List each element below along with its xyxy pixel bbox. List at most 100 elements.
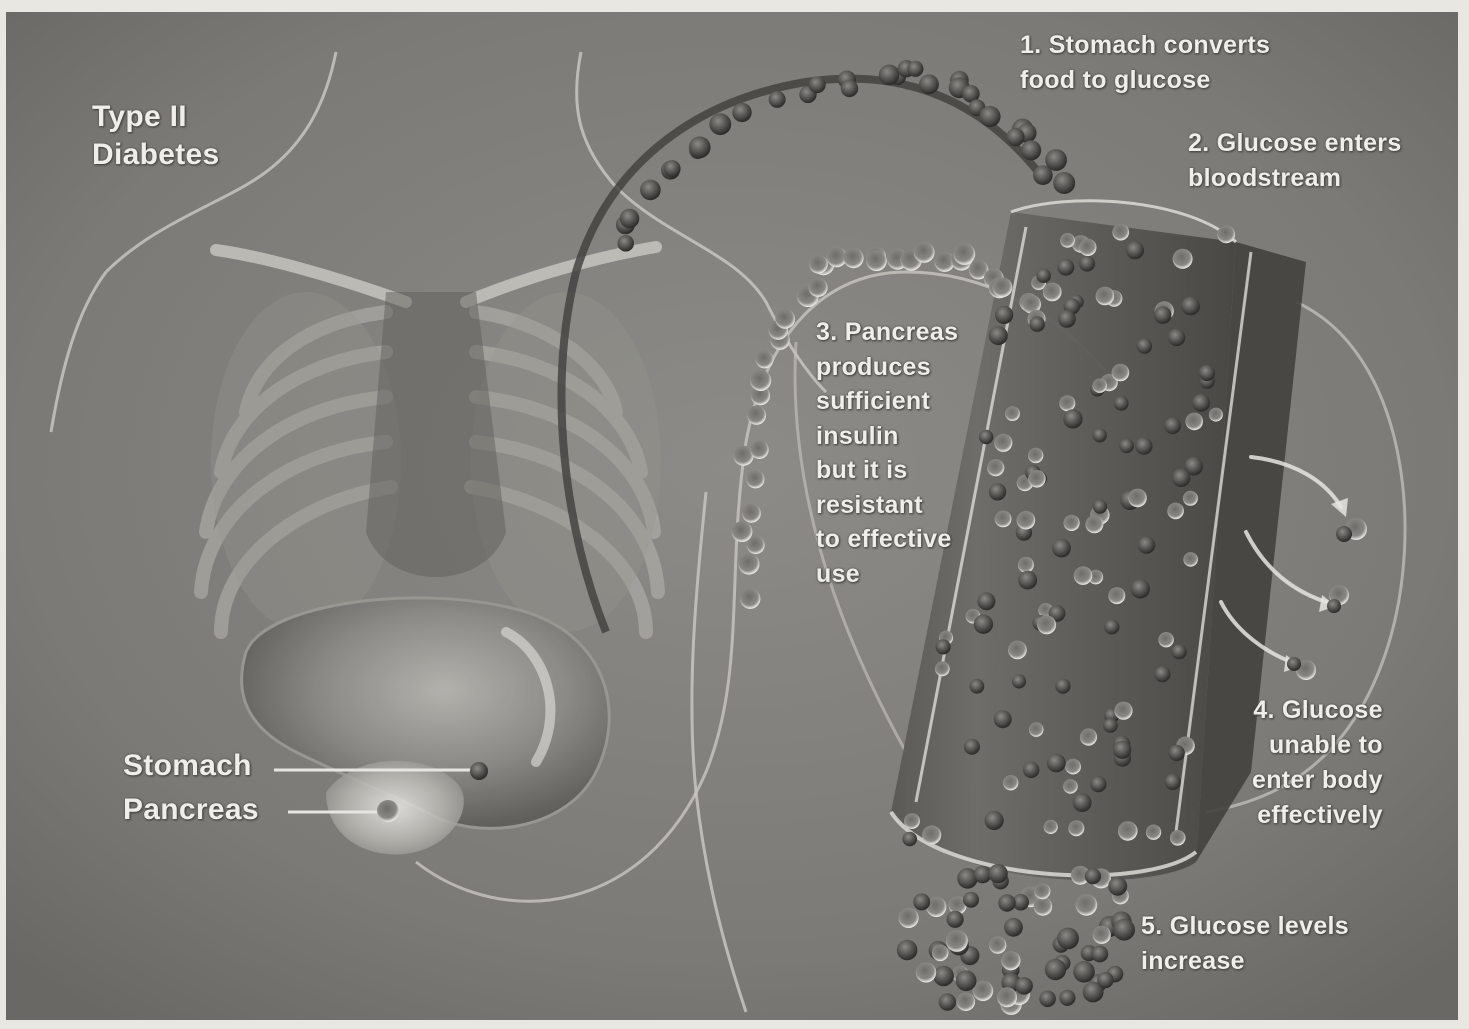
step-4-label: 4. Glucose unable to enter body effectiv… [1252, 693, 1383, 833]
glucose-particle [1126, 241, 1144, 259]
diagram-title: Type II Diabetes [92, 98, 219, 174]
glucose-particle [1181, 297, 1200, 316]
insulin-particle [1029, 722, 1044, 737]
glucose-particle [1168, 329, 1185, 346]
glucose-particle [1172, 644, 1187, 659]
insulin-particle [1017, 511, 1036, 530]
glucose-particle [1164, 417, 1181, 434]
insulin-particle [1064, 515, 1080, 531]
insulin-particle [989, 936, 1006, 953]
insulin-particle [775, 309, 795, 329]
step-1-line-2: food to glucose [1020, 66, 1211, 94]
insulin-particle [866, 251, 887, 272]
glucose-particle [1090, 776, 1106, 792]
insulin-particle [747, 406, 766, 425]
glucose-particle [897, 940, 918, 961]
glucose-particle [617, 235, 634, 252]
insulin-particle [1076, 894, 1098, 916]
step-3-line-1: 3. Pancreas [816, 318, 958, 346]
step-3-label: 3. Pancreas produces sufficient insulin … [816, 315, 958, 591]
glucose-particle [956, 970, 977, 991]
step-3-line-5: but it is [816, 456, 908, 484]
insulin-particle [1146, 825, 1161, 840]
glucose-particle [994, 710, 1012, 728]
glucose-particle [1327, 599, 1341, 613]
glucose-particle [1057, 928, 1079, 950]
step-4-line-1: 4. Glucose [1253, 696, 1382, 724]
step-4-line-2: unable to [1269, 731, 1383, 759]
insulin-particle [809, 278, 828, 297]
insulin-particle [1005, 406, 1020, 421]
insulin-particle [1001, 951, 1020, 970]
glucose-particle [1033, 165, 1053, 185]
glucose-particle [1091, 946, 1108, 963]
insulin-particle [932, 945, 949, 962]
glucose-particle [913, 893, 930, 910]
glucose-particle [1093, 428, 1107, 442]
insulin-particle [1044, 820, 1058, 834]
glucose-particle [1103, 718, 1118, 733]
step-4-line-3: enter body [1252, 766, 1383, 794]
glucose-particle [841, 80, 858, 97]
insulin-particle [953, 243, 975, 265]
glucose-particle [1023, 762, 1039, 778]
step-2-line-1: 2. Glucose enters [1188, 129, 1402, 157]
glucose-particle [970, 679, 985, 694]
insulin-particle [732, 521, 753, 542]
glucose-particle [939, 993, 956, 1010]
glucose-particle [664, 160, 681, 177]
step-2-line-2: bloodstream [1188, 164, 1341, 192]
glucose-particle [1045, 959, 1066, 980]
glucose-particle [1012, 674, 1026, 688]
insulin-particle [1096, 287, 1115, 306]
insulin-particle [1108, 587, 1125, 604]
insulin-particle [1037, 615, 1056, 634]
insulin-particle [993, 277, 1013, 297]
glucose-particle [809, 76, 826, 93]
glucose-particle [1018, 571, 1037, 590]
glucose-particle [1336, 526, 1352, 542]
glucose-particle [879, 65, 900, 86]
insulin-particle [1093, 379, 1107, 393]
glucose-particle [964, 739, 980, 755]
glucose-particle [1021, 140, 1041, 160]
glucose-particle [1085, 868, 1101, 884]
glucose-particle [1055, 678, 1070, 693]
glucose-particle [1057, 259, 1074, 276]
insulin-particle [746, 470, 764, 488]
glucose-particle [1113, 919, 1135, 941]
insulin-particle [1183, 552, 1198, 567]
glucose-particle [919, 74, 939, 94]
step-1-line-1: 1. Stomach converts [1020, 31, 1270, 59]
insulin-particle [987, 459, 1004, 476]
insulin-particle [1080, 728, 1097, 745]
insulin-particle [1060, 233, 1075, 248]
insulin-particle [1079, 239, 1096, 256]
glucose-particle [1287, 657, 1301, 671]
step-3-line-8: use [816, 560, 860, 588]
insulin-particle [899, 908, 919, 928]
insulin-particle [1170, 830, 1186, 846]
glucose-particle [1029, 316, 1045, 332]
glucose-particle [620, 209, 640, 229]
step-1-label: 1. Stomach converts food to glucose [1020, 28, 1270, 98]
insulin-particle [1093, 926, 1111, 944]
glucose-particle [989, 326, 1008, 345]
insulin-particle [1128, 489, 1147, 508]
glucose-particle [985, 811, 1004, 830]
glucose-particle [1154, 666, 1170, 682]
stomach-label: Stomach [123, 748, 252, 784]
insulin-particle [1217, 225, 1235, 243]
glucose-particle [1137, 338, 1152, 353]
insulin-particle [1167, 503, 1184, 520]
insulin-particle [935, 661, 950, 676]
glucose-particle [1113, 741, 1131, 759]
glucose-particle [936, 639, 951, 654]
insulin-particle [1028, 448, 1043, 463]
insulin-particle [914, 242, 935, 263]
insulin-particle [997, 987, 1017, 1007]
insulin-particle [1028, 470, 1046, 488]
glucose-particle [1073, 961, 1095, 983]
glucose-particle [1199, 365, 1215, 381]
